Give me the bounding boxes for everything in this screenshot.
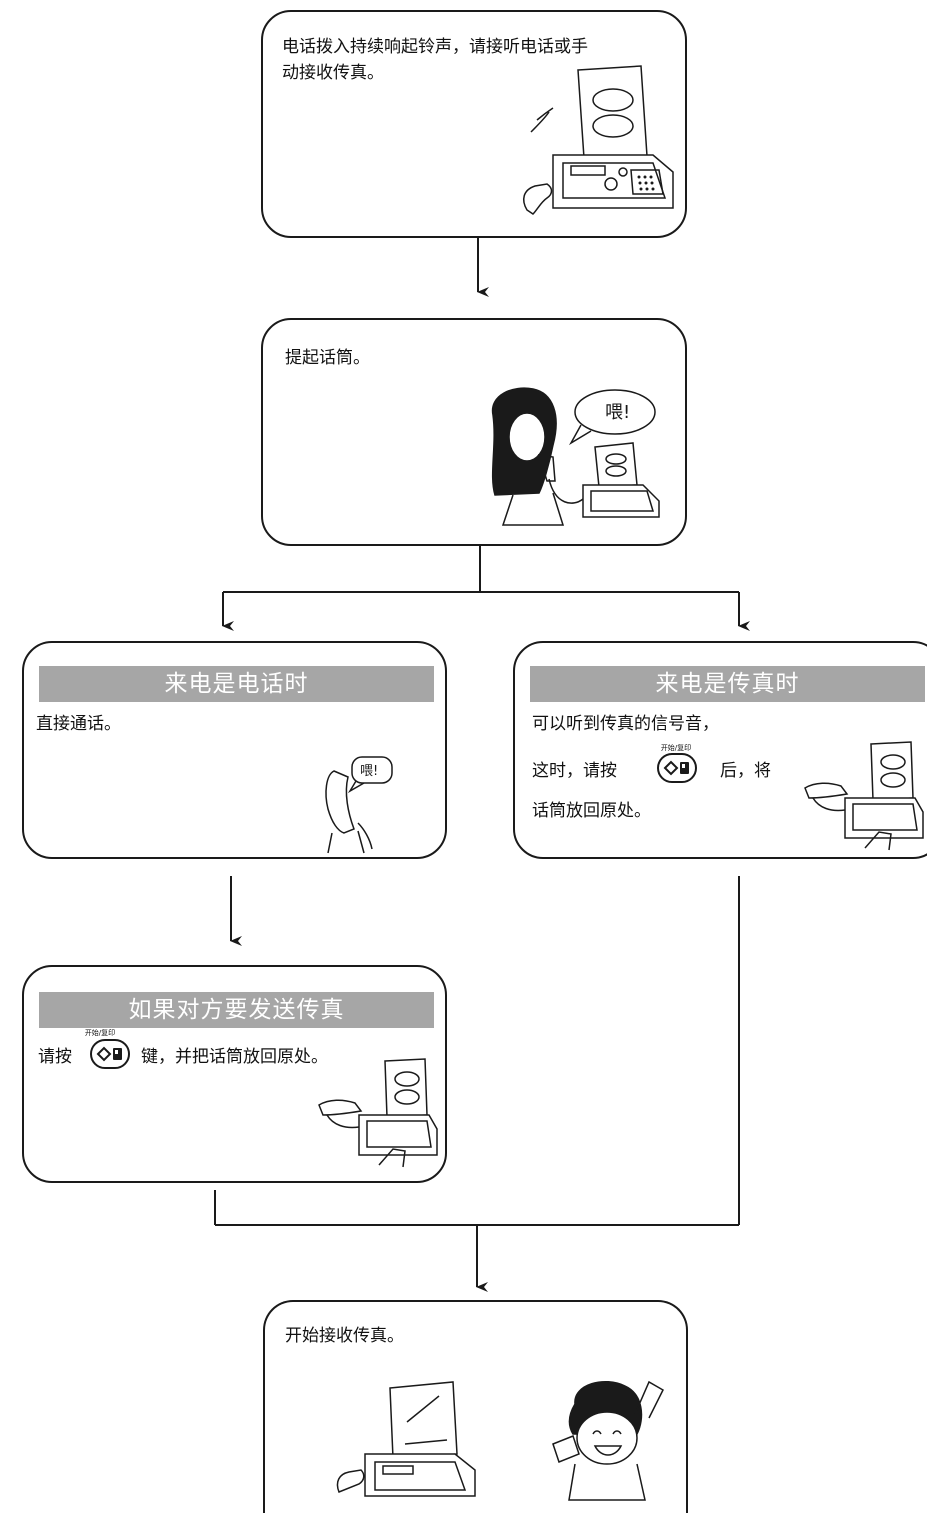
fax-call-header: 来电是传真时 [530, 666, 925, 702]
pickup-bubble-text: 喂! [605, 402, 630, 423]
send-fax-text-b: 键，并把话筒放回原处。 [141, 1047, 328, 1067]
ringing-fax-machine-illustration [522, 65, 674, 215]
happy-person-illustration [552, 1380, 664, 1501]
fax-call-text-line2a: 这时，请按 [532, 761, 617, 781]
start-copy-key-icon [90, 1039, 130, 1069]
pickup-text: 提起话筒。 [285, 348, 370, 368]
fax-call-key-caption: 开始/复印 [660, 744, 692, 752]
send-fax-text-a: 请按 [38, 1047, 72, 1067]
box-pickup: 提起话筒。 喂! [261, 318, 687, 546]
fax-call-text-line1: 可以听到传真的信号音， [532, 714, 719, 734]
receive-text: 开始接收传真。 [285, 1326, 404, 1346]
receiving-fax-machine-illustration [336, 1381, 476, 1497]
phone-call-bubble-text: 喂! [360, 764, 378, 779]
box-receive: 开始接收传真。 [263, 1300, 688, 1513]
start-copy-key-icon [657, 753, 697, 783]
ringing-text-line2: 动接收传真。 [282, 63, 384, 83]
fax-call-text-line2b: 后，将 [720, 761, 771, 781]
box-send-fax: 如果对方要发送传真 请按 开始/复印 键，并把话筒放回原处。 [22, 965, 447, 1183]
box-phone-call: 来电是电话时 直接通话。 喂! [22, 641, 447, 859]
send-fax-header: 如果对方要发送传真 [39, 992, 434, 1028]
send-fax-hand-illustration [318, 1058, 438, 1168]
box-fax-call: 来电是传真时 可以听到传真的信号音， 这时，请按 开始/复印 后，将 话筒放回原… [513, 641, 927, 859]
phone-call-header: 来电是电话时 [39, 666, 434, 702]
box-ringing: 电话拨入持续响起铃声，请接听电话或手 动接收传真。 [261, 10, 687, 238]
ringing-text-line1: 电话拨入持续响起铃声，请接听电话或手 [282, 37, 588, 57]
woman-answering-phone-illustration: 喂! [491, 387, 660, 526]
fax-call-text-line3: 话筒放回原处。 [532, 801, 651, 821]
phone-call-text: 直接通话。 [36, 714, 121, 734]
send-fax-key-caption: 开始/复印 [84, 1029, 116, 1037]
handset-caller-illustration: 喂! [325, 756, 393, 854]
fax-handset-hand-illustration [804, 741, 924, 851]
